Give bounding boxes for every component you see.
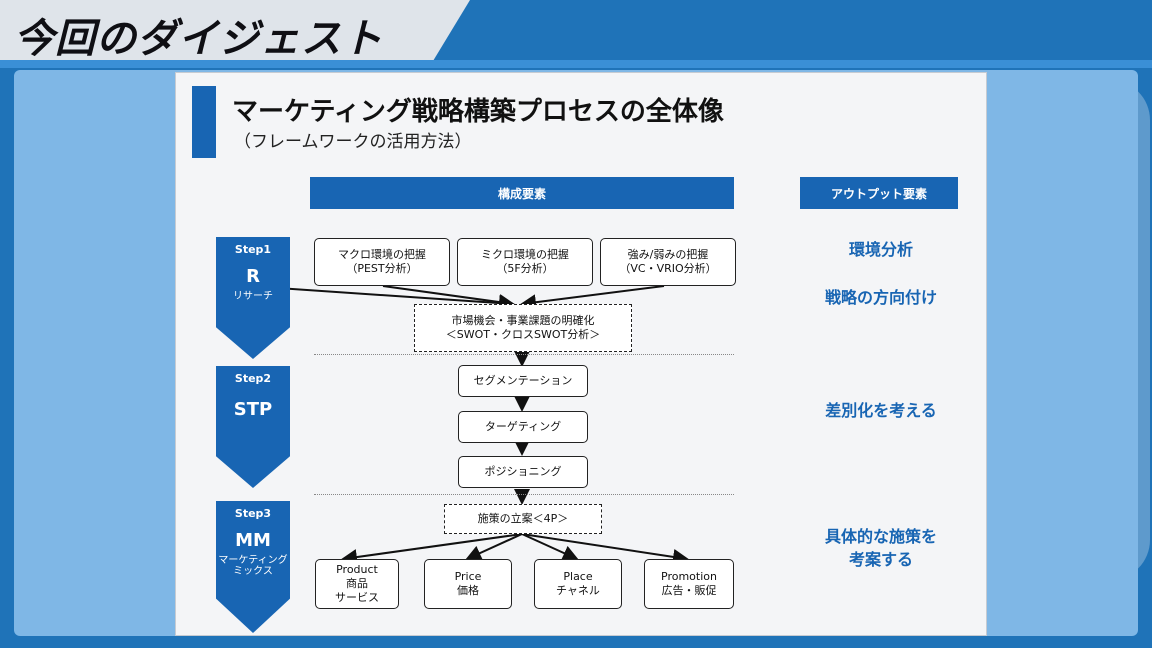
targeting-box: ターゲティング [458, 411, 588, 443]
step-number: Step1 [234, 243, 272, 256]
components-header: 構成要素 [310, 177, 734, 209]
output-differentiation: 差別化を考える [825, 401, 937, 420]
box-line: （5F分析） [496, 262, 554, 275]
box-line: 価格 [457, 584, 479, 597]
section-divider [314, 494, 734, 495]
segmentation-box: セグメンテーション [458, 365, 588, 397]
step-label: マーケティング ミックス [218, 555, 288, 577]
box-line: サービス [335, 591, 379, 604]
box-line: （VC・VRIO分析） [619, 262, 717, 275]
box-line: 強み/弱みの把握 [627, 248, 709, 261]
output-environment-analysis: 環境分析 [848, 240, 913, 259]
section-divider [314, 354, 734, 355]
strengths-weaknesses-box: 強み/弱みの把握 （VC・VRIO分析） [600, 238, 736, 286]
slide: マーケティング戦略構築プロセスの全体像 （フレームワークの活用方法） 構成要素 … [175, 72, 987, 636]
micro-environment-box: ミクロ環境の把握 （5F分析） [457, 238, 593, 286]
price-box: Price 価格 [424, 559, 512, 609]
swot-box: 市場機会・事業課題の明確化 ＜SWOT・クロスSWOT分析＞ [414, 304, 632, 352]
box-line: Product [336, 563, 378, 576]
box-line: ミクロ環境の把握 [481, 248, 569, 261]
banner-underline [0, 60, 1152, 68]
output-strategy-direction: 戦略の方向付け [824, 288, 937, 307]
box-line: マクロ環境の把握 [338, 248, 426, 261]
step-label: リサーチ [233, 291, 273, 302]
macro-environment-box: マクロ環境の把握 （PEST分析） [314, 238, 450, 286]
output-concrete-measures: 具体的な施策を [824, 527, 937, 546]
banner-title: 今回のダイジェスト [14, 16, 383, 62]
box-line: Price [454, 570, 482, 583]
positioning-box: ポジショニング [458, 456, 588, 488]
box-line: 市場機会・事業課題の明確化 [451, 314, 595, 327]
title-accent-bar [192, 86, 216, 158]
outputs-header: アウトプット要素 [800, 177, 958, 209]
box-line: ＜SWOT・クロスSWOT分析＞ [445, 328, 601, 341]
box-line: （PEST分析） [346, 262, 418, 275]
step-code: STP [233, 399, 273, 420]
product-box: Product 商品 サービス [315, 559, 399, 609]
box-line: 商品 [346, 577, 368, 590]
promotion-box: Promotion 広告・販促 [644, 559, 734, 609]
place-box: Place チャネル [534, 559, 622, 609]
step-number: Step3 [234, 507, 272, 520]
flow-arrows [247, 285, 689, 565]
box-line: Promotion [661, 570, 717, 583]
step-number: Step2 [234, 372, 272, 385]
box-line: 広告・販促 [661, 584, 717, 597]
plan-4p-box: 施策の立案＜4P＞ [444, 504, 602, 534]
step-code: MM [235, 530, 271, 551]
slide-subtitle: （フレームワークの活用方法） [234, 132, 472, 152]
slide-title: マーケティング戦略構築プロセスの全体像 [232, 97, 724, 127]
banner [0, 0, 470, 62]
step-code: R [246, 266, 260, 287]
box-line: チャネル [556, 584, 600, 597]
box-line: Place [563, 570, 593, 583]
output-concrete-measures-2: 考案する [848, 550, 913, 569]
